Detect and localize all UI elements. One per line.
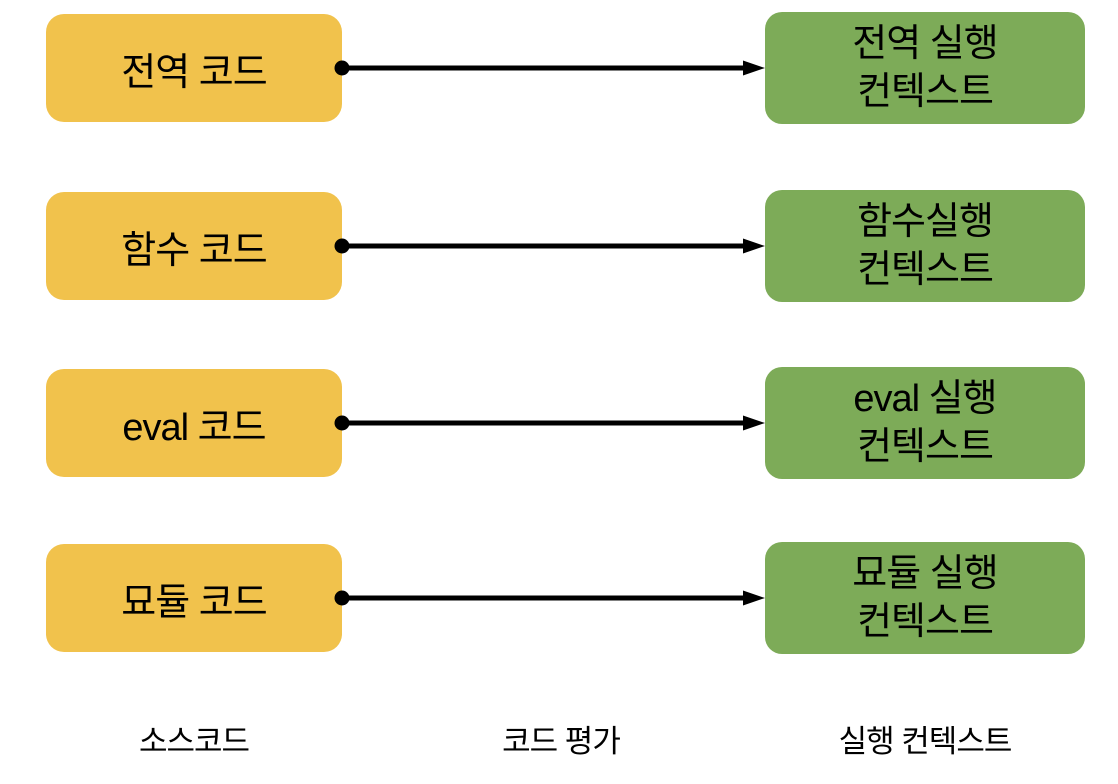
arrow-head-icon (743, 415, 765, 431)
execution-context-box-module: 묘듈 실행 컨텍스트 (765, 542, 1085, 654)
column-label-execution-context: 실행 컨텍스트 (838, 723, 1013, 759)
evaluation-arrow (334, 238, 765, 254)
source-code-box-global: 전역 코드 (46, 14, 342, 122)
diagram-row-eval: eval 코드 eval 실행 컨텍스트 (0, 367, 1118, 479)
evaluation-arrow (334, 415, 765, 431)
source-code-box-function: 함수 코드 (46, 192, 342, 300)
execution-context-box-global: 전역 실행 컨텍스트 (765, 12, 1085, 124)
column-label-source-code: 소스코드 (138, 723, 250, 759)
arrow-head-icon (743, 60, 765, 76)
evaluation-arrow (334, 60, 765, 76)
source-code-box-module: 묘듈 코드 (46, 544, 342, 652)
arrow-head-icon (743, 590, 765, 606)
execution-context-box-eval: eval 실행 컨텍스트 (765, 367, 1085, 479)
diagram-row-global: 전역 코드 전역 실행 컨텍스트 (0, 12, 1118, 124)
source-code-box-eval: eval 코드 (46, 369, 342, 477)
execution-context-box-function: 함수실행 컨텍스트 (765, 190, 1085, 302)
diagram-row-function: 함수 코드 함수실행 컨텍스트 (0, 190, 1118, 302)
diagram-row-module: 묘듈 코드 묘듈 실행 컨텍스트 (0, 542, 1118, 654)
column-label-code-evaluation: 코드 평가 (502, 723, 621, 759)
evaluation-arrow (334, 590, 765, 606)
arrow-head-icon (743, 238, 765, 254)
